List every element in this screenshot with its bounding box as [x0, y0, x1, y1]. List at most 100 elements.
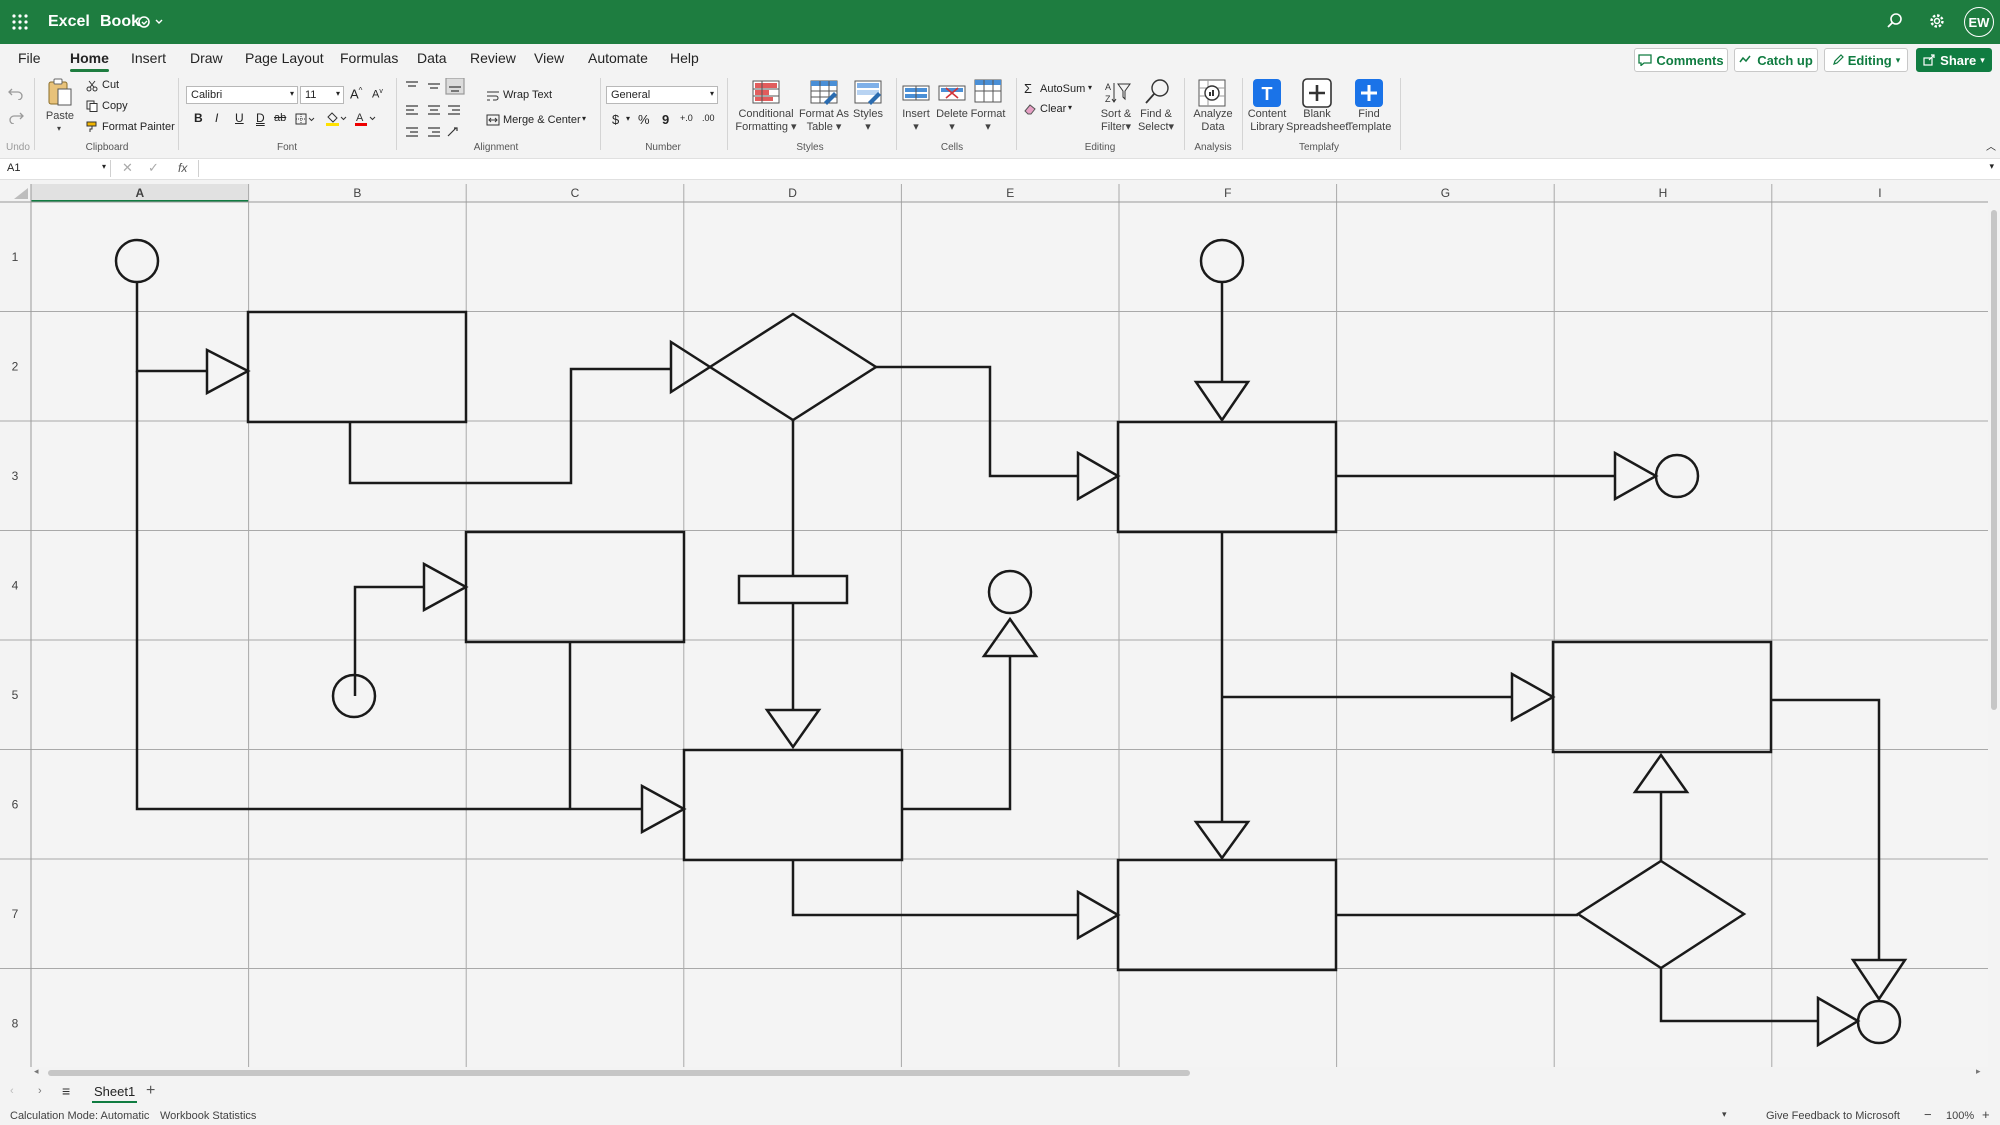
- name-box[interactable]: A1 ▾: [4, 160, 111, 177]
- format-cells-icon[interactable]: [974, 78, 1002, 111]
- horizontal-scrollbar[interactable]: ◂ ▸: [30, 1066, 1990, 1079]
- share-button[interactable]: Share ▾: [1916, 48, 1992, 72]
- delete-button[interactable]: Delete▾: [936, 108, 968, 133]
- editing-mode-button[interactable]: Editing ▾: [1824, 48, 1908, 72]
- format-as-table-button[interactable]: Format As Table ▾: [798, 108, 850, 133]
- gear-icon[interactable]: [1928, 12, 1946, 35]
- zoom-level[interactable]: 100%: [1946, 1110, 1975, 1122]
- bold-button[interactable]: B: [194, 111, 203, 125]
- blank-spreadsheet-icon[interactable]: [1302, 78, 1332, 113]
- undo-icon[interactable]: [8, 86, 24, 105]
- flowchart[interactable]: [114, 238, 1908, 1048]
- increase-decimal-button[interactable]: +.0: [680, 113, 693, 123]
- column-header[interactable]: I: [1878, 186, 1881, 200]
- find-icon[interactable]: [1144, 78, 1172, 111]
- redo-icon[interactable]: [8, 110, 24, 129]
- column-header[interactable]: G: [1441, 186, 1450, 200]
- column-header[interactable]: B: [353, 186, 361, 200]
- catch-up-button[interactable]: Catch up: [1734, 48, 1818, 72]
- chevron-down-icon[interactable]: ▾: [1722, 1109, 1727, 1119]
- font-size-select[interactable]: 11 ▾: [300, 86, 344, 104]
- column-header[interactable]: F: [1224, 186, 1231, 200]
- sheet-tab[interactable]: Sheet1: [88, 1081, 141, 1103]
- column-header[interactable]: H: [1659, 186, 1668, 200]
- chevron-down-icon[interactable]: ▾: [1088, 83, 1093, 92]
- increase-font-size-button[interactable]: A^: [350, 86, 363, 102]
- add-sheet-button[interactable]: +: [146, 1082, 156, 1099]
- zoom-out-button[interactable]: −: [1924, 1107, 1932, 1122]
- tab-file[interactable]: File: [18, 50, 41, 66]
- paste-button[interactable]: Paste: [45, 110, 75, 122]
- scrollbar-thumb[interactable]: [48, 1070, 1190, 1076]
- currency-button[interactable]: $: [612, 112, 620, 127]
- column-header[interactable]: E: [1006, 186, 1014, 200]
- row-header[interactable]: 1: [12, 250, 19, 264]
- cancel-entry-icon[interactable]: ✕: [122, 160, 133, 175]
- analyze-data-button[interactable]: Analyze Data: [1190, 108, 1236, 134]
- flow-process-box[interactable]: [246, 310, 468, 424]
- user-avatar[interactable]: EW: [1964, 7, 1994, 37]
- sort-filter-button[interactable]: Sort & Filter▾: [1100, 108, 1132, 133]
- find-template-icon[interactable]: [1354, 78, 1384, 113]
- row-header[interactable]: 4: [12, 578, 19, 592]
- search-icon[interactable]: [1886, 12, 1904, 35]
- collapse-ribbon-icon[interactable]: ︿: [1986, 142, 1996, 153]
- strikethrough-button[interactable]: ab: [274, 112, 287, 124]
- tab-page-layout[interactable]: Page Layout: [245, 50, 324, 66]
- scroll-left-icon[interactable]: ◂: [34, 1066, 39, 1076]
- font-color-icon[interactable]: A: [354, 110, 378, 131]
- analyze-data-icon[interactable]: [1198, 78, 1228, 113]
- format-painter-icon[interactable]: [86, 120, 98, 138]
- column-header[interactable]: D: [788, 186, 797, 200]
- double-underline-button[interactable]: D: [256, 111, 265, 125]
- autosum-button[interactable]: AutoSum: [1040, 83, 1086, 95]
- tab-insert[interactable]: Insert: [131, 50, 167, 66]
- italic-button[interactable]: I: [215, 111, 219, 125]
- row-header[interactable]: 5: [12, 688, 19, 702]
- chevron-down-icon[interactable]: ▾: [582, 114, 587, 123]
- zoom-in-button[interactable]: +: [1982, 1107, 1990, 1122]
- clear-button[interactable]: Clear: [1040, 103, 1067, 115]
- underline-button[interactable]: U: [235, 111, 244, 125]
- row-header[interactable]: 7: [12, 907, 19, 921]
- formula-input[interactable]: [198, 160, 1979, 177]
- format-button[interactable]: Format▾: [970, 108, 1006, 133]
- calculation-mode[interactable]: Calculation Mode: Automatic: [10, 1110, 150, 1122]
- wrap-text-button[interactable]: Wrap Text: [503, 89, 553, 101]
- row-header[interactable]: 8: [12, 1016, 19, 1030]
- decrease-font-size-button[interactable]: Av: [372, 88, 383, 101]
- scroll-right-icon[interactable]: ▸: [1976, 1066, 1981, 1076]
- insert-button[interactable]: Insert▾: [902, 108, 930, 133]
- feedback-link[interactable]: Give Feedback to Microsoft: [1766, 1110, 1900, 1122]
- cut-button[interactable]: Cut: [102, 79, 120, 91]
- select-all-button[interactable]: [14, 188, 28, 199]
- flow-end-circle[interactable]: [987, 569, 1033, 615]
- font-name-select[interactable]: Calibri ▾: [186, 86, 298, 104]
- autosave-icon[interactable]: [137, 14, 165, 35]
- paste-icon[interactable]: [46, 78, 74, 113]
- merge-center-button[interactable]: Merge & Center: [503, 114, 581, 126]
- conditional-formatting-icon[interactable]: [752, 80, 780, 111]
- insert-cells-icon[interactable]: [902, 80, 930, 111]
- comma-style-button[interactable]: 9: [662, 112, 670, 127]
- styles-button[interactable]: Styles▾: [853, 108, 883, 133]
- tab-data[interactable]: Data: [417, 50, 447, 66]
- tab-help[interactable]: Help: [670, 50, 699, 66]
- tab-view[interactable]: View: [534, 50, 565, 66]
- copy-button[interactable]: Copy: [102, 100, 128, 112]
- row-header[interactable]: 2: [12, 359, 19, 373]
- copy-icon[interactable]: [86, 99, 98, 117]
- percent-button[interactable]: %: [638, 112, 650, 127]
- delete-cells-icon[interactable]: [938, 80, 966, 111]
- all-sheets-icon[interactable]: ≡: [62, 1083, 71, 1099]
- chevron-down-icon[interactable]: ▾: [626, 114, 631, 123]
- document-name[interactable]: Book: [100, 13, 140, 30]
- content-library-icon[interactable]: T: [1252, 78, 1282, 113]
- column-header[interactable]: A: [135, 186, 144, 200]
- workbook-statistics[interactable]: Workbook Statistics: [160, 1110, 257, 1122]
- column-header[interactable]: C: [571, 186, 580, 200]
- content-library-button[interactable]: Content Library: [1244, 108, 1290, 134]
- vertical-scrollbar-thumb[interactable]: [1991, 210, 1997, 710]
